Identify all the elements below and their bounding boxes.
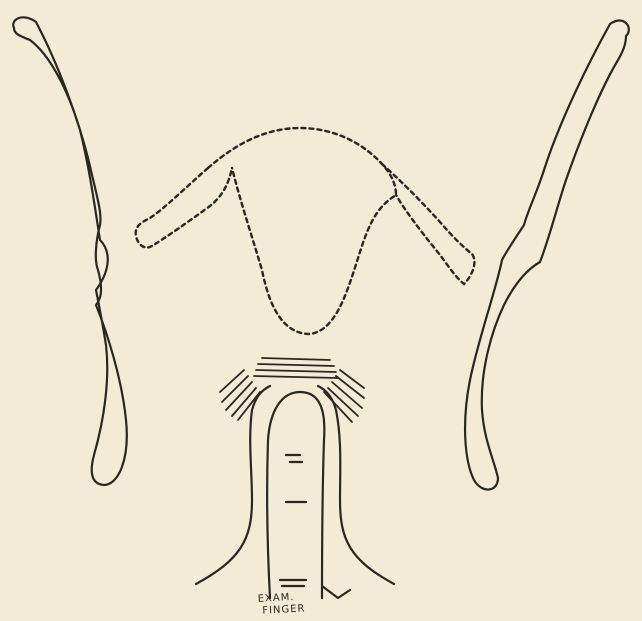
left-fallopian-tube <box>136 168 232 248</box>
right-fallopian-tube <box>382 164 474 284</box>
right-vaginal-wall <box>318 386 394 584</box>
finger-knuckle-lines <box>280 455 306 586</box>
left-pelvic-bone <box>13 17 127 485</box>
cervix-hatching <box>220 358 364 422</box>
exam-finger-label: EXAM. FINGER <box>257 590 328 618</box>
uterus-outline <box>208 128 396 334</box>
exam-finger <box>267 392 324 598</box>
right-pelvic-bone <box>465 21 629 490</box>
